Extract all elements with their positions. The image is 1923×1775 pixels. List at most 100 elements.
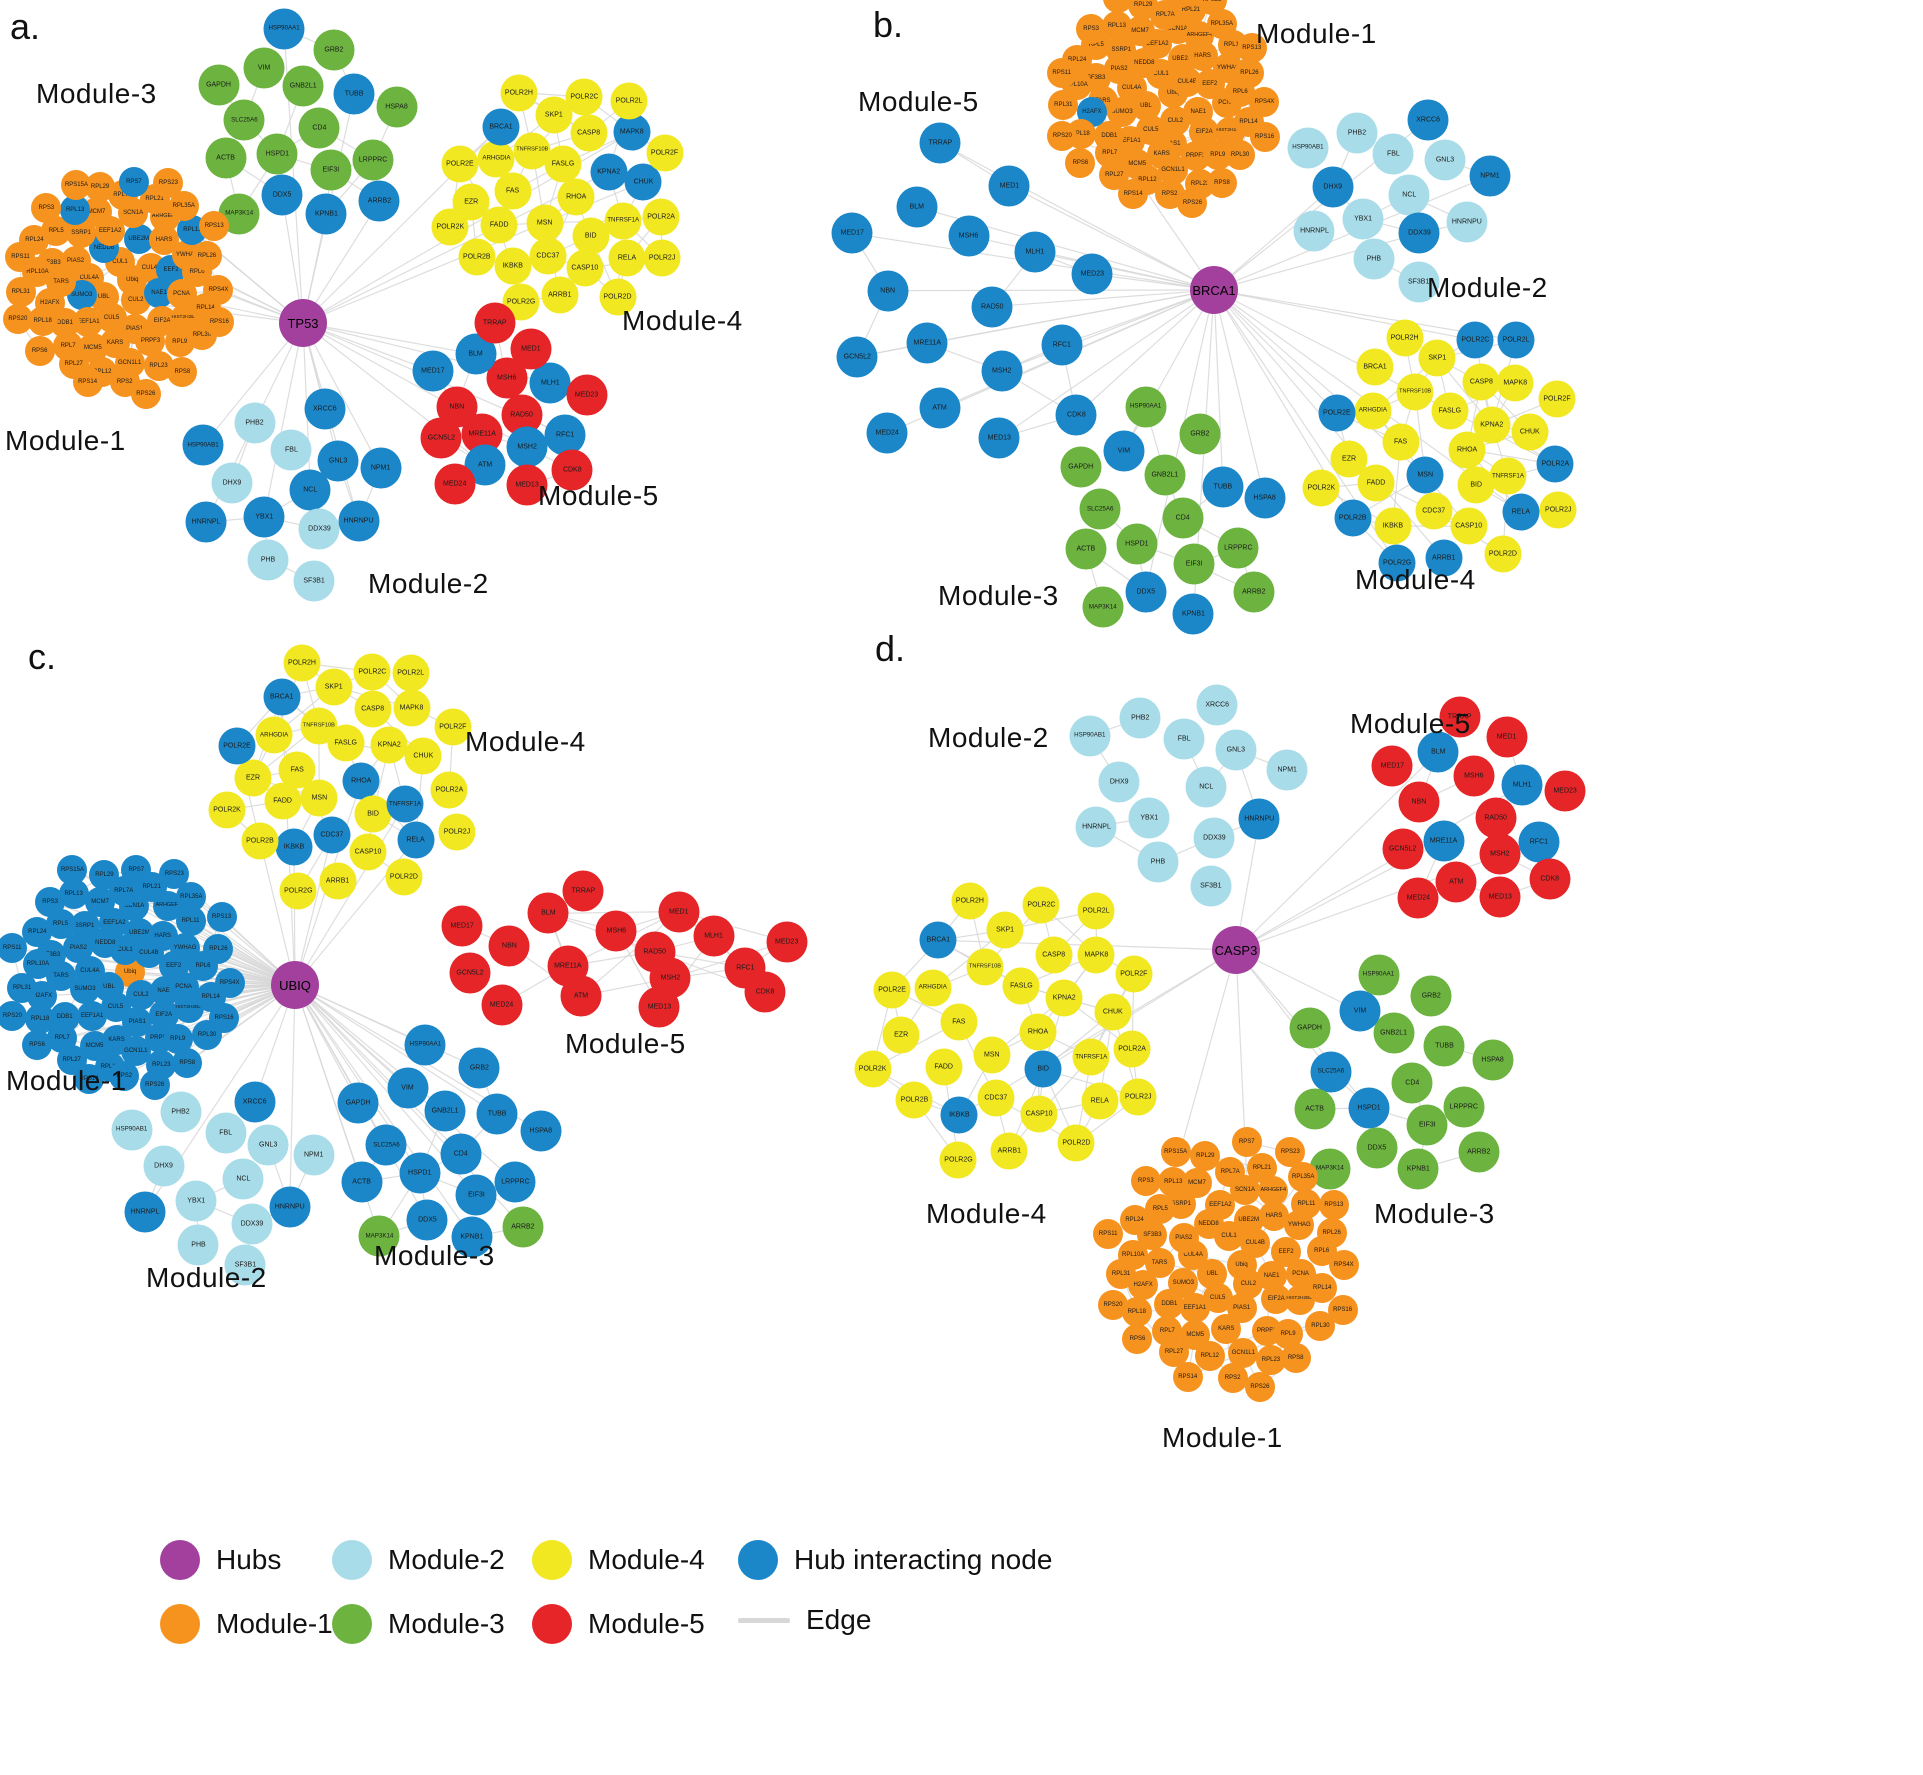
hub-node[interactable]: BRCA1 [1190,266,1238,314]
network-node[interactable]: RPS16 [1327,1295,1358,1326]
network-node[interactable]: GAPDH [198,64,240,106]
network-node[interactable]: MLH1 [693,915,735,957]
network-node[interactable]: XRCC6 [304,388,346,430]
network-node[interactable]: XRCC6 [1196,684,1238,726]
network-node[interactable]: POLR2C [353,653,391,691]
network-node[interactable]: LRPPRC [352,139,394,181]
network-node[interactable]: RFC1 [1041,324,1083,366]
network-node[interactable]: POLR2E [441,145,479,183]
network-node[interactable]: SF3B1 [1190,865,1232,907]
hub-node[interactable]: CASP3 [1212,926,1260,974]
network-node[interactable]: MED17 [831,212,873,254]
network-node[interactable]: POLR2F [1538,380,1576,418]
network-node[interactable]: RPS3 [35,886,66,917]
network-node[interactable]: RPL31 [5,277,36,308]
network-node[interactable]: RPL26 [203,933,234,964]
network-node[interactable]: POLR2E [218,727,256,765]
network-node[interactable]: XRCC6 [1407,99,1449,141]
network-node[interactable]: POLR2G [939,1141,977,1179]
network-node[interactable]: POLR2A [1536,445,1574,483]
network-node[interactable]: GCN1L1 [1228,1337,1259,1368]
network-node[interactable]: LRPPRC [494,1161,536,1203]
network-node[interactable]: RPL29 [89,860,120,891]
network-node[interactable]: ATM [560,975,602,1017]
network-node[interactable]: MAPK8 [613,113,651,151]
network-node[interactable]: GNB2L1 [424,1090,466,1132]
network-node[interactable]: GNB2L1 [1144,454,1186,496]
network-node[interactable]: TRRAP [562,870,604,912]
network-node[interactable]: ARHGDIA [255,716,293,754]
network-node[interactable]: RPS11 [1093,1219,1124,1249]
network-node[interactable]: RPL13 [60,194,91,225]
network-node[interactable]: FBL [205,1112,247,1154]
network-node[interactable]: RPS15A [57,854,88,885]
network-node[interactable]: RPS20 [1097,1289,1128,1320]
network-node[interactable]: RPL31 [1048,89,1079,120]
network-node[interactable]: VIM [1103,430,1145,472]
network-node[interactable]: RPS11 [1046,58,1077,89]
network-node[interactable]: HNRNPU [1446,201,1488,243]
network-node[interactable]: CD4 [298,107,340,149]
network-node[interactable]: POLR2K [854,1050,892,1088]
network-node[interactable]: FBL [1372,133,1414,175]
network-node[interactable]: HSP90AB1 [182,424,224,466]
network-node[interactable]: CDC37 [313,816,351,854]
network-node[interactable]: HSPA8 [376,86,417,128]
network-node[interactable]: RELA [608,239,646,277]
network-node[interactable]: RPS4X [203,275,234,306]
network-node[interactable]: POLR2G [279,872,317,910]
network-node[interactable]: NPM1 [1266,749,1308,791]
network-node[interactable]: FADD [1357,464,1395,502]
network-node[interactable]: BRCA1 [482,108,520,146]
network-node[interactable]: RPS16 [1249,122,1280,153]
network-node[interactable]: FADD [264,782,302,820]
network-node[interactable]: RPL31 [7,972,38,1003]
network-node[interactable]: RPS13 [206,901,237,932]
network-node[interactable]: TUBB [333,73,375,115]
network-node[interactable]: RPL24 [1119,1204,1150,1235]
network-node[interactable]: MAPK8 [1077,936,1115,974]
network-node[interactable]: TNFRSF10B [513,132,551,169]
network-node[interactable]: VIM [387,1067,429,1109]
network-node[interactable]: CASP10 [349,833,387,871]
network-node[interactable]: RPS8 [1280,1342,1311,1373]
network-node[interactable]: NCL [222,1158,264,1200]
network-node[interactable]: HSPA8 [520,1110,562,1152]
network-node[interactable]: GNB2L1 [282,65,324,107]
network-node[interactable]: CDK8 [551,449,593,491]
network-node[interactable]: HSPD1 [256,133,298,175]
network-node[interactable]: RPS20 [1047,120,1078,151]
network-node[interactable]: SKP1 [1418,339,1456,377]
network-node[interactable]: POLR2D [385,858,423,896]
network-node[interactable]: CD4 [440,1133,482,1175]
network-node[interactable]: BRCA1 [263,678,301,716]
network-node[interactable]: BRCA1 [919,921,957,959]
network-node[interactable]: RPL9 [162,1023,193,1054]
network-node[interactable]: SLC25A6 [365,1124,407,1166]
network-node[interactable]: ATM [1435,861,1477,903]
network-node[interactable]: POLR2F [1115,955,1153,993]
network-node[interactable]: VIM [243,47,285,89]
hub-node[interactable]: TP53 [279,299,327,347]
network-node[interactable]: MLH1 [1501,764,1543,806]
network-node[interactable]: ARRB2 [1233,571,1275,613]
network-node[interactable]: MED13 [506,464,548,506]
network-node[interactable]: ARRB1 [1425,539,1463,577]
network-node[interactable]: TNFRSF1A [604,202,642,240]
network-node[interactable]: RPS7 [118,167,149,198]
network-node[interactable]: EIF3I [455,1174,497,1216]
network-node[interactable]: SF3B1 [224,1244,266,1286]
network-node[interactable]: TNFRSF1A [386,785,424,823]
network-node[interactable]: POLR2L [1077,892,1115,930]
network-node[interactable]: RPS3 [31,193,62,224]
network-node[interactable]: CDC37 [977,1079,1015,1117]
network-node[interactable]: TNFRSF1A [1489,457,1527,495]
network-node[interactable]: TNFRSF10B [1396,373,1434,411]
network-node[interactable]: HSP90AA1 [1125,386,1167,428]
network-node[interactable]: SLC25A6 [1079,488,1121,530]
network-node[interactable]: EEF1A1 [1179,1292,1210,1323]
network-node[interactable]: KPNB1 [451,1216,493,1258]
network-node[interactable]: HNRNPU [269,1186,311,1228]
network-node[interactable]: RPS13 [1318,1189,1349,1220]
network-node[interactable]: NCL [1185,766,1227,808]
